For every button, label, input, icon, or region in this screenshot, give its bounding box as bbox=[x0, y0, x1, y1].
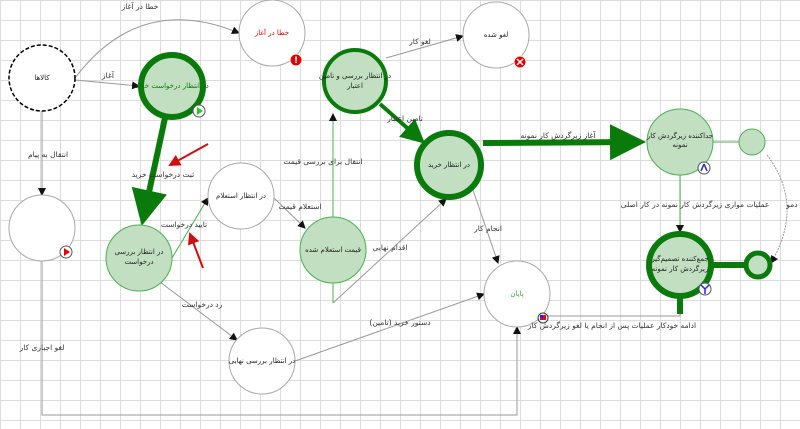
error-icon: ! bbox=[289, 53, 303, 67]
label-demo: دمو bbox=[785, 200, 797, 209]
edge-start-subflow[interactable] bbox=[482, 124, 646, 161]
node-canceled[interactable]: لغو شده bbox=[462, 1, 530, 69]
svg-text:در انتظار بررسی: در انتظار بررسی bbox=[114, 248, 163, 256]
svg-text:در انتظار درخواست خرید: در انتظار درخواست خرید bbox=[135, 82, 208, 90]
label-reject-request: رد درخواست bbox=[182, 300, 223, 309]
node-wait-purchase[interactable]: در انتظار خرید bbox=[414, 130, 484, 200]
label-auto-continue: ادامه خودکار عملیات پس از انجام یا لغو ز… bbox=[527, 321, 696, 330]
cancel-icon bbox=[513, 55, 527, 69]
svg-text:قیمت استعلام شده: قیمت استعلام شده bbox=[305, 246, 361, 254]
node-wait-inquiry[interactable]: در انتظار استعلام bbox=[207, 162, 275, 230]
node-priced[interactable]: قیمت استعلام شده bbox=[299, 216, 367, 284]
join-icon bbox=[698, 282, 712, 296]
svg-text:!: ! bbox=[294, 56, 298, 66]
node-wait-request[interactable]: در انتظار درخواست خرید bbox=[135, 52, 209, 120]
edge-cancel-work[interactable] bbox=[385, 34, 464, 59]
svg-text:جداکننده زیرگردش کار: جداکننده زیرگردش کار bbox=[646, 131, 713, 140]
edge-purchase-order[interactable] bbox=[294, 292, 485, 362]
svg-text:در انتظار خرید: در انتظار خرید bbox=[428, 161, 470, 169]
label-cancel-work: لغو کار bbox=[408, 37, 431, 46]
annotation-arrow bbox=[168, 143, 209, 166]
label-price-inquiry: استعلام قیمت bbox=[278, 202, 321, 211]
node-error-start[interactable]: خطا در آغاز ! bbox=[238, 0, 306, 67]
label-register-request: ثبت درخواست خرید bbox=[132, 170, 195, 179]
svg-text:درخواست: درخواست bbox=[124, 258, 153, 266]
svg-text:در انتظار استعلام: در انتظار استعلام bbox=[216, 192, 266, 200]
annotation-arrow bbox=[187, 232, 204, 269]
label-parallel-ops: عملیات موازی زیرگردش کار نمونه در کار اص… bbox=[621, 200, 770, 209]
edge-auto-continue[interactable] bbox=[548, 298, 681, 317]
node-join-small[interactable] bbox=[743, 250, 773, 280]
node-review-credit[interactable]: در انتظار بررسی و تامین اعتبار bbox=[319, 48, 391, 114]
edge-final-action[interactable] bbox=[332, 198, 447, 304]
svg-text:نمونه: نمونه bbox=[672, 141, 687, 149]
svg-text:اعتبار: اعتبار bbox=[346, 82, 363, 90]
svg-text:کالاها: کالاها bbox=[34, 74, 50, 82]
end-flag-icon bbox=[537, 312, 549, 324]
node-split-small[interactable] bbox=[738, 128, 766, 156]
label-approve-request: تایید درخواست bbox=[161, 220, 207, 229]
svg-text:زیرگردش کار نمونه: زیرگردش کار نمونه bbox=[652, 264, 709, 273]
edge-error-start[interactable] bbox=[74, 19, 240, 79]
edge-approve-request[interactable] bbox=[171, 197, 209, 259]
label-start: آغاز bbox=[101, 70, 115, 80]
label-do-work: انجام کار bbox=[473, 224, 502, 233]
svg-text:پایان: پایان bbox=[510, 290, 523, 298]
edge-price-inquiry[interactable] bbox=[273, 197, 306, 229]
edge-start[interactable] bbox=[74, 79, 140, 90]
svg-text:در انتظار بررسی و تامین: در انتظار بررسی و تامین bbox=[319, 72, 391, 80]
split-icon bbox=[697, 161, 711, 175]
label-error-start: خطا در آغاز bbox=[121, 1, 159, 11]
label-credit-supply: تامین اعتبار bbox=[386, 114, 423, 123]
svg-text:در انتظار بررسی نهایی: در انتظار بررسی نهایی bbox=[229, 357, 295, 365]
play-icon bbox=[192, 104, 206, 118]
node-start[interactable]: کالاها bbox=[8, 44, 76, 112]
edge-credit-supply[interactable] bbox=[378, 102, 426, 144]
node-final-review[interactable]: در انتظار بررسی نهایی bbox=[228, 327, 296, 395]
svg-text:خطا در آغاز: خطا در آغاز bbox=[254, 28, 289, 37]
svg-text:جمع‌کننده تصمیم‌گیر: جمع‌کننده تصمیم‌گیر bbox=[650, 254, 708, 263]
node-message[interactable] bbox=[8, 194, 76, 262]
label-to-message: انتقال به پیام bbox=[28, 150, 68, 159]
edge-force-cancel[interactable] bbox=[41, 261, 521, 416]
message-icon bbox=[59, 245, 73, 259]
label-force-cancel: لغو اجباری کار bbox=[19, 343, 65, 352]
label-purchase-order: دستور خرید (تامین) bbox=[369, 318, 430, 327]
svg-text:لغو شده: لغو شده bbox=[484, 31, 509, 39]
edge-do-work[interactable] bbox=[472, 189, 500, 264]
edge-demo[interactable] bbox=[766, 154, 788, 264]
label-to-price-review: انتقال برای بررسی قیمت bbox=[283, 157, 362, 166]
node-end[interactable]: پایان bbox=[483, 260, 551, 328]
edge-register-request[interactable] bbox=[131, 117, 168, 226]
edge-reject-request[interactable] bbox=[159, 281, 238, 341]
node-review-request[interactable]: در انتظار بررسی درخواست bbox=[105, 224, 173, 292]
label-start-subflow: آغاز زیرگردش کار نمونه bbox=[521, 130, 597, 140]
label-final-action: اقدام نهایی bbox=[373, 243, 408, 252]
